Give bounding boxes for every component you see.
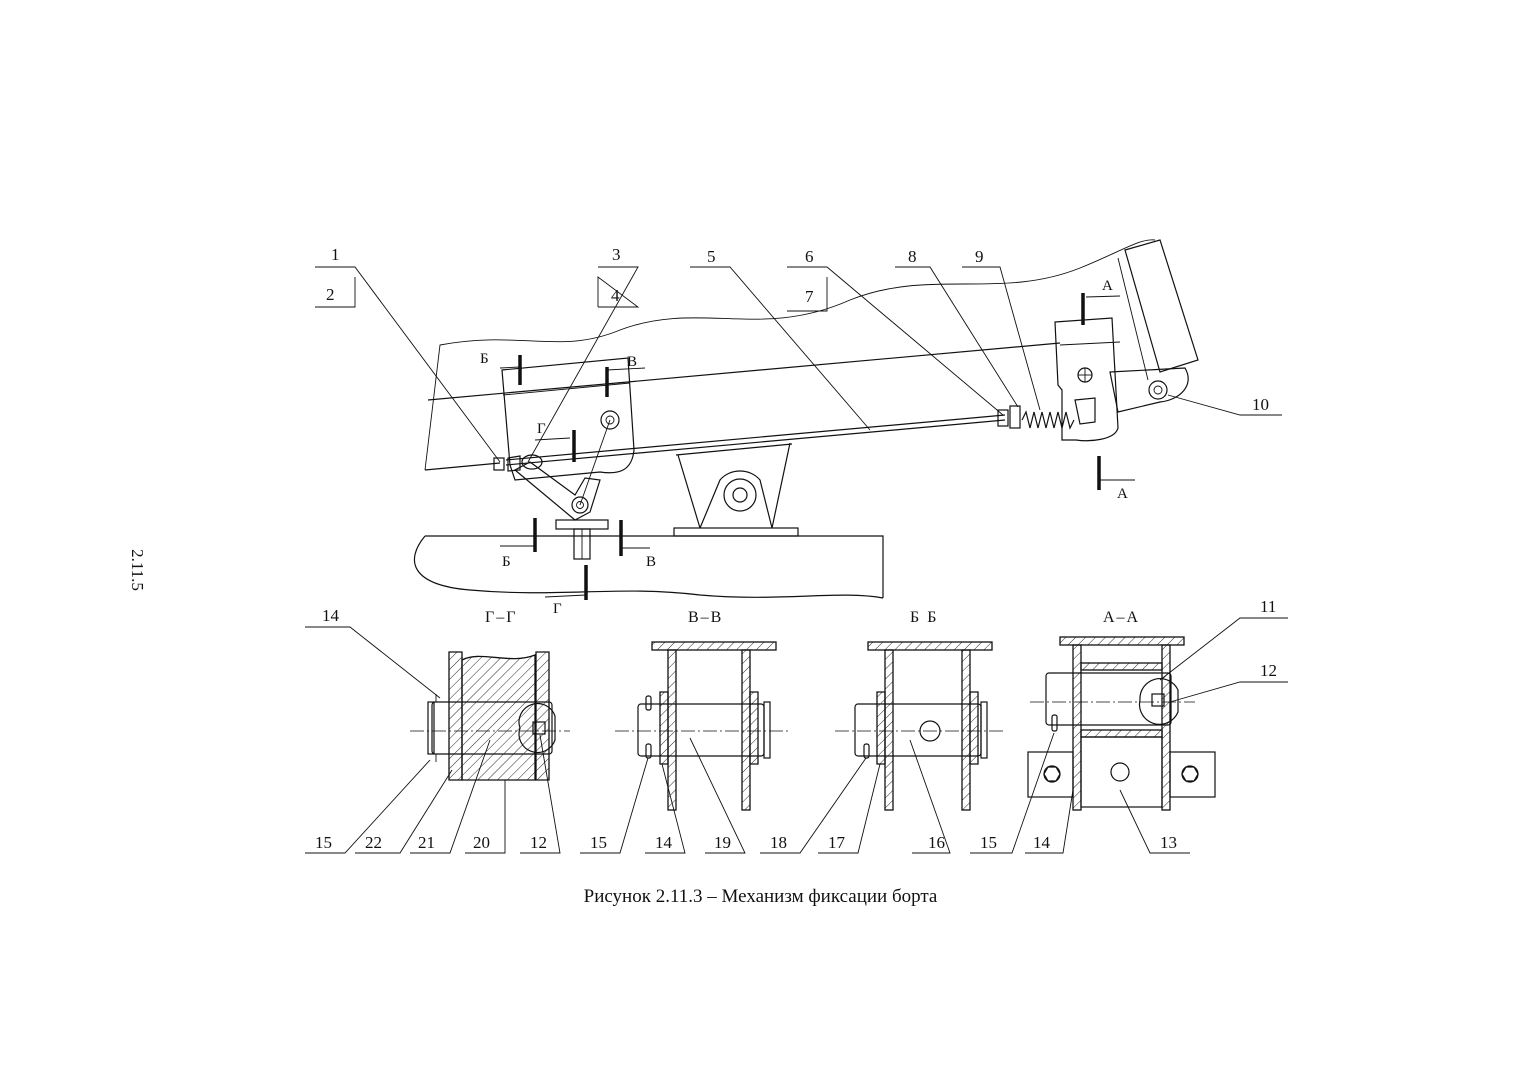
callout-13: 13 xyxy=(1160,833,1177,852)
callout-15: 15 xyxy=(315,833,332,852)
bracket-right xyxy=(1054,317,1119,442)
callout-4: 4 xyxy=(611,286,620,305)
section-vv: В–В 15 14 19 xyxy=(580,609,790,854)
leader-lines-top xyxy=(315,266,1282,463)
callout-5: 5 xyxy=(707,247,716,266)
callout-20: 20 xyxy=(473,833,490,852)
callout-11: 11 xyxy=(1260,597,1276,616)
section-aa: А–А 11 12 15 14 13 xyxy=(970,597,1288,854)
board-beam-top xyxy=(427,342,1061,401)
callout-10: 10 xyxy=(1252,395,1269,414)
callout-14: 14 xyxy=(655,833,673,852)
callout-19: 19 xyxy=(714,833,731,852)
callout-7: 7 xyxy=(805,287,814,306)
cut-label-g: Г xyxy=(537,421,546,437)
middle-support xyxy=(675,442,793,529)
right-nut xyxy=(997,405,1021,429)
section-bb: Б Б 18 17 16 xyxy=(760,609,1005,854)
board-edge xyxy=(424,462,501,471)
callout-15: 15 xyxy=(590,833,607,852)
callout-6: 6 xyxy=(805,247,814,266)
board-flap xyxy=(1124,239,1199,373)
frame-outline xyxy=(413,535,884,599)
board-break-outline xyxy=(424,239,1156,471)
callout-8: 8 xyxy=(908,247,917,266)
callout-15: 15 xyxy=(980,833,997,852)
cut-label-b: Б xyxy=(480,351,489,367)
rod xyxy=(505,419,1006,466)
figure-caption: Рисунок 2.11.3 – Механизм фиксации борта xyxy=(583,886,938,907)
callout-12: 12 xyxy=(1260,661,1277,680)
section-gg: Г–Г 14 15 22 21 20 12 xyxy=(305,606,570,854)
stop-plate xyxy=(555,519,609,530)
section-title-vv: В–В xyxy=(688,609,723,626)
callout-12: 12 xyxy=(530,833,547,852)
main-view: Б В Г Б В Г А А 1 2 3 4 5 6 7 8 9 10 xyxy=(315,239,1282,617)
callout-22: 22 xyxy=(365,833,382,852)
cut-label-a: А xyxy=(1117,486,1128,502)
callout-14: 14 xyxy=(322,606,340,625)
lever xyxy=(513,461,601,521)
bolt-left xyxy=(1043,765,1061,783)
cut-label-g: Г xyxy=(553,601,562,617)
hinge-lever-10 xyxy=(1109,367,1189,413)
cut-label-a: А xyxy=(1102,278,1113,294)
callout-2: 2 xyxy=(326,285,335,304)
cut-label-v: В xyxy=(646,554,656,570)
cut-label-v: В xyxy=(627,354,637,370)
callout-9: 9 xyxy=(975,247,984,266)
callout-3: 3 xyxy=(612,245,621,264)
callout-16: 16 xyxy=(928,833,945,852)
callout-1: 1 xyxy=(331,245,340,264)
section-title-bb: Б Б xyxy=(910,609,938,626)
bolt-right xyxy=(1181,765,1199,783)
section-title-aa: А–А xyxy=(1103,609,1140,626)
callout-14: 14 xyxy=(1033,833,1051,852)
callout-18: 18 xyxy=(770,833,787,852)
spring xyxy=(1021,410,1075,430)
callout-17: 17 xyxy=(828,833,846,852)
callout-21: 21 xyxy=(418,833,435,852)
bracket-left xyxy=(501,357,635,481)
cut-label-b: Б xyxy=(502,554,511,570)
section-title-gg: Г–Г xyxy=(485,609,518,626)
